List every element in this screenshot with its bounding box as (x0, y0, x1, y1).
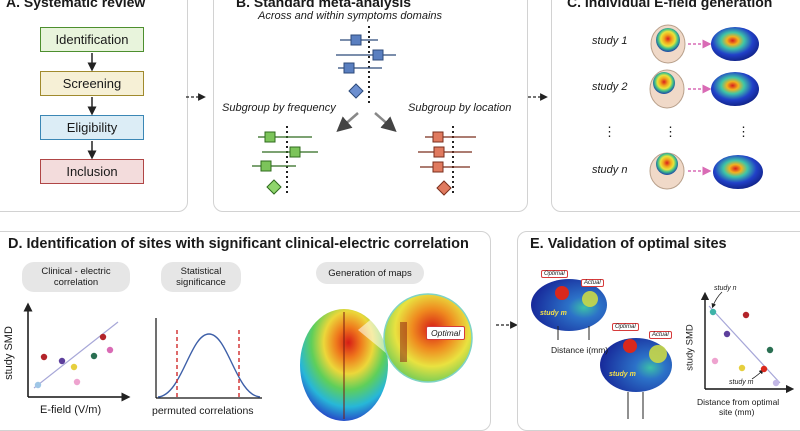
study-m-label-e2: study m (609, 371, 636, 378)
forest-plots (252, 26, 476, 196)
pill-clinical-electric: Clinical - electric correlation (22, 262, 130, 292)
scatter-point (106, 346, 114, 354)
permutation-distribution (155, 318, 262, 399)
scatter-xlabel: E-field (V/m) (40, 404, 102, 416)
panel-b-title: B. Standard meta-analysis (236, 0, 412, 10)
study-m-label-e1: study m (540, 310, 567, 317)
validation-point (766, 346, 774, 354)
scatter-point (73, 378, 81, 386)
pill-generation-of-maps: Generation of maps (316, 262, 424, 284)
brain-efield-study-2 (711, 72, 759, 106)
distance-label: Distance i(mm) (551, 345, 609, 355)
actual-tag-e1: Actual (581, 279, 604, 287)
pill-statistical-significance: Statistical significance (161, 262, 241, 292)
scatter-point (90, 352, 98, 360)
validation-brains (531, 279, 672, 419)
connector-a-b (186, 93, 206, 101)
flow-arrows (87, 53, 97, 160)
study-m-annotation: study m (729, 379, 754, 386)
validation-point (742, 311, 750, 319)
panel-b-right-caption: Subgroup by location (408, 102, 512, 114)
ellipsis-col-2: ⋮ (664, 124, 677, 139)
brain-study-lower (600, 338, 672, 419)
optimal-tag-e1: Optimal (541, 270, 568, 278)
brain-efield-study-1 (711, 27, 759, 61)
panel-a-title: A. Systematic review (6, 0, 146, 10)
forest-plot-overall (336, 26, 396, 104)
panel-c-title: C. Individual E-field generation (567, 0, 773, 10)
scatter-point (70, 363, 78, 371)
validation-point (738, 364, 746, 372)
scatter-plot (23, 302, 131, 402)
panel-d-title: D. Identification of sites with signific… (8, 236, 469, 252)
validation-point (711, 357, 719, 365)
validation-point (772, 379, 780, 387)
validation-xlabel-1: Distance from optimal (697, 397, 780, 407)
optimal-tag-e2: Optimal (612, 323, 639, 331)
flow-box-identification: Identification (40, 27, 144, 52)
scatter-point (40, 353, 48, 361)
panel-standard-meta-analysis (213, 0, 528, 212)
flow-box-eligibility: Eligibility (40, 115, 144, 140)
panel-e-title: E. Validation of optimal sites (530, 236, 727, 252)
scatter-point (34, 381, 42, 389)
validation-point (760, 365, 768, 373)
connector-b-c (528, 93, 548, 101)
validation-scatter (700, 291, 795, 394)
panel-b-left-caption: Subgroup by frequency (222, 102, 336, 114)
validation-xlabel-2: site (mm) (719, 407, 755, 417)
optimal-site-marker (555, 286, 569, 300)
ellipsis-col-3: ⋮ (737, 124, 750, 139)
study-2-label: study 2 (592, 81, 628, 93)
head-model-study-2 (649, 69, 685, 109)
actual-tag-e2: Actual (649, 331, 672, 339)
forest-plot-frequency (252, 126, 318, 196)
efield-images (649, 24, 763, 190)
ellipsis-col-1: ⋮ (603, 124, 616, 139)
study-1-label: study 1 (592, 35, 628, 47)
validation-trend-line (708, 305, 781, 384)
dist-xlabel: permuted correlations (152, 405, 254, 417)
study-n-label: study n (592, 164, 628, 176)
flow-box-screening: Screening (40, 71, 144, 96)
actual-site-marker (582, 291, 598, 307)
optimal-label-d: Optimal (426, 326, 466, 340)
forest-plot-location (418, 126, 476, 196)
scatter-point (58, 357, 66, 365)
brain-efield-study-n (713, 155, 763, 189)
scatter-point (99, 333, 107, 341)
head-model-study-1 (650, 24, 686, 64)
head-model-study-n (649, 152, 685, 190)
regression-line (33, 321, 119, 389)
flow-box-inclusion: Inclusion (40, 159, 144, 184)
brain-study-m (531, 279, 607, 340)
panel-b-top-caption: Across and within symptoms domains (258, 10, 443, 22)
connector-d-e (496, 321, 518, 329)
study-n-annotation: study n (714, 285, 737, 292)
validation-point (709, 308, 717, 316)
validation-point (723, 330, 731, 338)
